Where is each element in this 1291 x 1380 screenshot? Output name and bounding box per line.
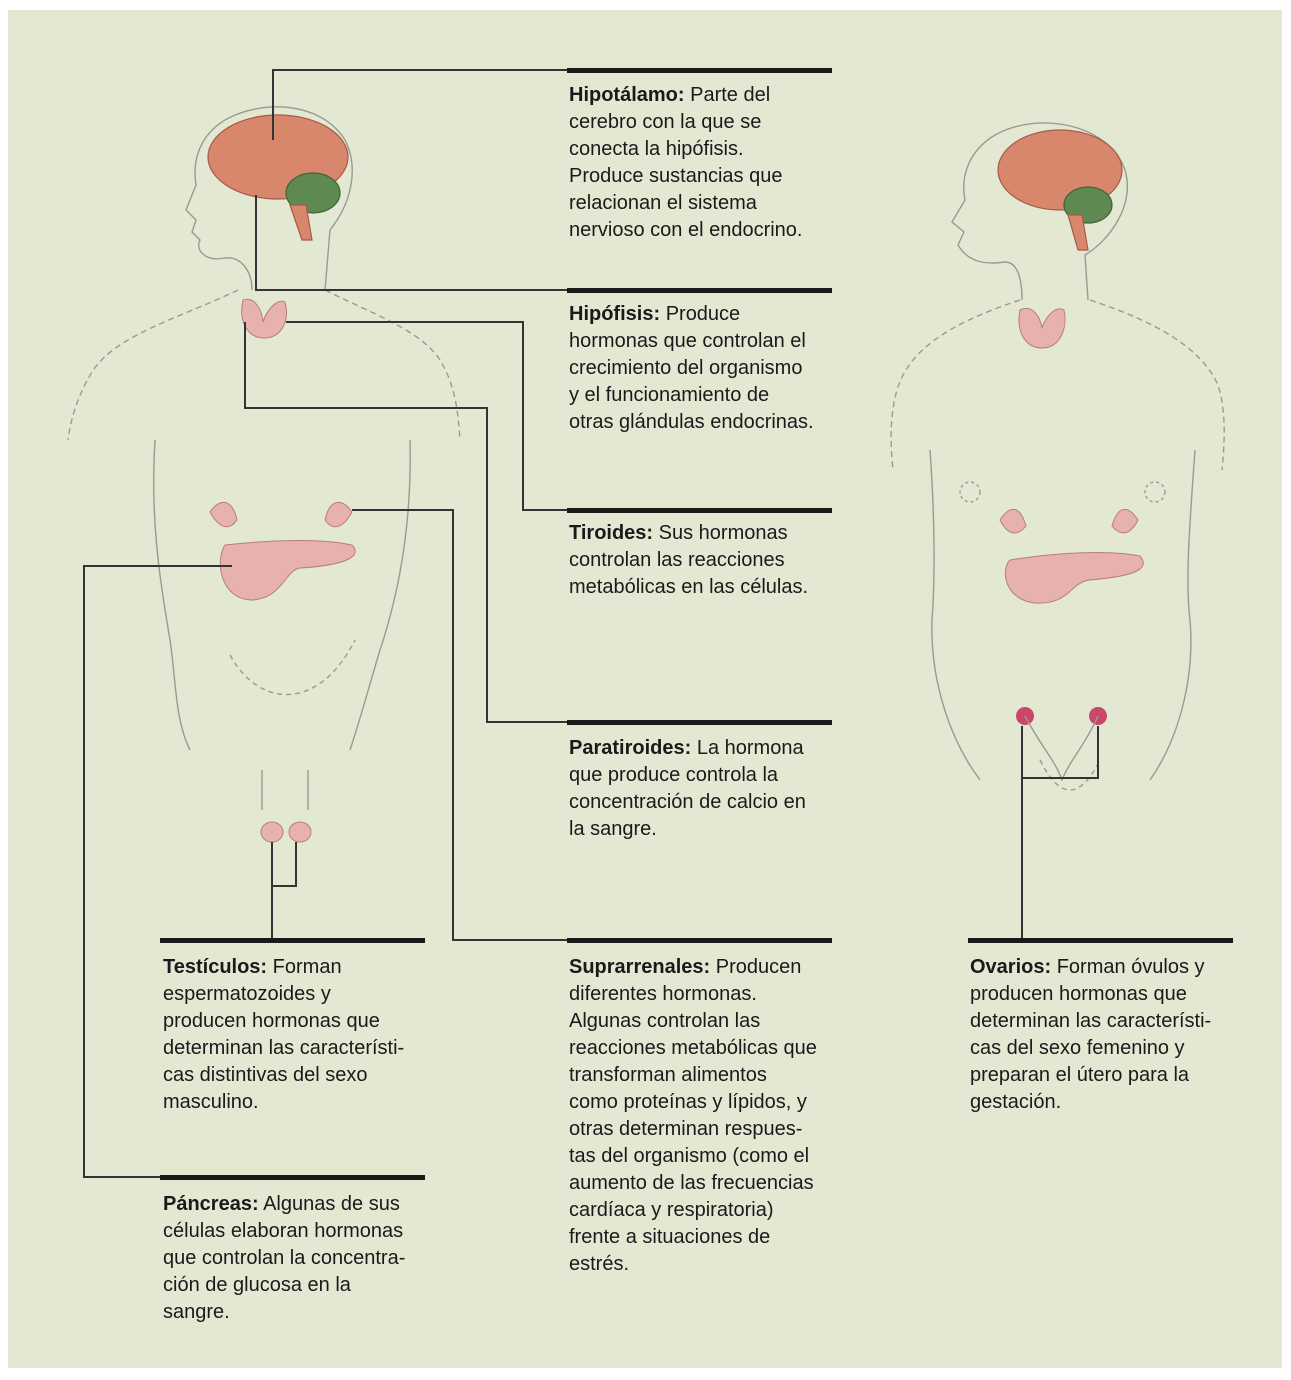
line: como proteínas y lípidos, y	[569, 1091, 807, 1113]
term-testiculos: Testículos:	[163, 956, 267, 978]
rule-tiroides	[567, 508, 832, 513]
rule-suprarrenales	[567, 938, 832, 943]
line: Algunas controlan las	[569, 1010, 760, 1032]
rule-paratiroides	[567, 720, 832, 725]
line: relacionan el sistema	[569, 192, 757, 214]
line: nervioso con el endocrino.	[569, 219, 802, 241]
term-suprarrenales: Suprarrenales:	[569, 956, 710, 978]
line: estrés.	[569, 1253, 629, 1275]
line: transforman alimentos	[569, 1064, 767, 1086]
label-testiculos: Testículos: Forman espermatozoides y pro…	[163, 954, 404, 1116]
line: Forman óvulos y	[1057, 956, 1205, 978]
line: espermatozoides y	[163, 983, 331, 1005]
line: células elaboran hormonas	[163, 1220, 403, 1242]
label-paratiroides: Paratiroides: La hormona que produce con…	[569, 735, 806, 843]
line: producen hormonas que	[970, 983, 1187, 1005]
rule-testiculos	[160, 938, 425, 943]
label-ovarios: Ovarios: Forman óvulos y producen hormon…	[970, 954, 1211, 1116]
line: crecimiento del organismo	[569, 357, 802, 379]
rule-ovarios	[968, 938, 1233, 943]
line: metabólicas en las células.	[569, 576, 808, 598]
line: masculino.	[163, 1091, 259, 1113]
line: reacciones metabólicas que	[569, 1037, 817, 1059]
line: Produce sustancias que	[569, 165, 782, 187]
term-hipotalamo: Hipotálamo:	[569, 84, 685, 106]
line: Algunas de sus	[263, 1193, 400, 1215]
line: Produce	[666, 303, 741, 325]
line: y el funcionamiento de	[569, 384, 769, 406]
line: concentración de calcio en	[569, 791, 806, 813]
term-pancreas: Páncreas:	[163, 1193, 259, 1215]
line: diferentes hormonas.	[569, 983, 757, 1005]
line: cardíaca y respiratoria)	[569, 1199, 774, 1221]
line: La hormona	[697, 737, 804, 759]
line: que controlan la concentra-	[163, 1247, 405, 1269]
line: Sus hormonas	[659, 522, 788, 544]
label-pancreas: Páncreas: Algunas de sus células elabora…	[163, 1191, 405, 1326]
line: controlan las reacciones	[569, 549, 785, 571]
line: conecta la hipófisis.	[569, 138, 744, 160]
line: preparan el útero para la	[970, 1064, 1189, 1086]
line: aumento de las frecuencias	[569, 1172, 814, 1194]
line: que produce controla la	[569, 764, 778, 786]
term-hipofisis: Hipófisis:	[569, 303, 660, 325]
label-hipotalamo: Hipotálamo: Parte del cerebro con la que…	[569, 82, 802, 244]
rule-hipofisis	[567, 288, 832, 293]
male-right-testicle	[289, 822, 311, 842]
line: cerebro con la que se	[569, 111, 761, 133]
label-hipofisis: Hipófisis: Produce hormonas que controla…	[569, 301, 814, 436]
line: cas del sexo femenino y	[970, 1037, 1185, 1059]
line: Forman	[273, 956, 342, 978]
label-tiroides: Tiroides: Sus hormonas controlan las rea…	[569, 520, 808, 601]
rule-pancreas	[160, 1175, 425, 1180]
term-ovarios: Ovarios:	[970, 956, 1051, 978]
line: la sangre.	[569, 818, 657, 840]
line: hormonas que controlan el	[569, 330, 806, 352]
line: Producen	[716, 956, 802, 978]
line: Parte del	[690, 84, 770, 106]
line: sangre.	[163, 1301, 230, 1323]
term-tiroides: Tiroides:	[569, 522, 653, 544]
line: frente a situaciones de	[569, 1226, 770, 1248]
line: ción de glucosa en la	[163, 1274, 351, 1296]
line: otras glándulas endocrinas.	[569, 411, 814, 433]
term-paratiroides: Paratiroides:	[569, 737, 691, 759]
label-suprarrenales: Suprarrenales: Producen diferentes hormo…	[569, 954, 817, 1278]
rule-hipotalamo	[567, 68, 832, 73]
line: gestación.	[970, 1091, 1061, 1113]
line: determinan las característi-	[970, 1010, 1211, 1032]
male-left-testicle	[261, 822, 283, 842]
line: tas del organismo (como el	[569, 1145, 809, 1167]
line: cas distintivas del sexo	[163, 1064, 368, 1086]
line: producen hormonas que	[163, 1010, 380, 1032]
line: otras determinan respues-	[569, 1118, 802, 1140]
line: determinan las característi-	[163, 1037, 404, 1059]
